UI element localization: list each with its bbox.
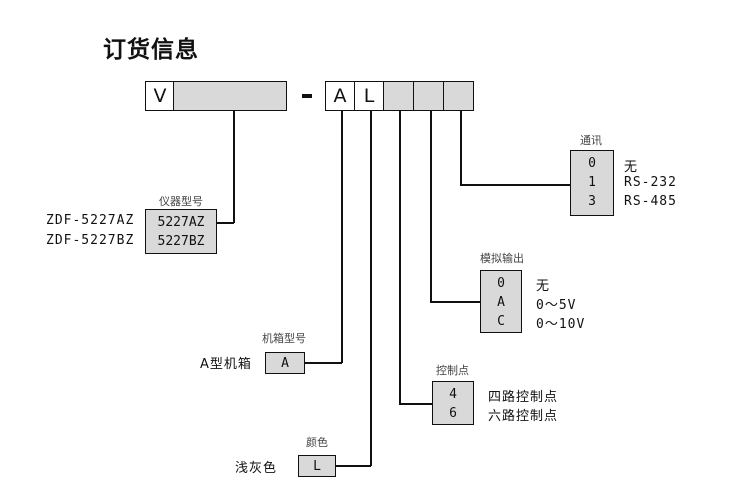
- control-option-label: 六路控制点: [488, 409, 559, 424]
- control-caption: 控制点: [436, 364, 469, 377]
- page-title: 订货信息: [103, 37, 199, 63]
- code-box-a: A: [325, 81, 355, 111]
- code-dash: [302, 94, 312, 98]
- color-caption: 颜色: [306, 436, 328, 449]
- control-connector-v: [399, 111, 401, 404]
- code-box-comm: [443, 81, 474, 111]
- chassis-code: A: [281, 355, 289, 371]
- code-box-v: V: [145, 81, 175, 111]
- comm-option-code: 0: [588, 156, 596, 171]
- analog-connector-h: [430, 301, 480, 303]
- color-code: L: [313, 458, 321, 474]
- chassis-connector-h: [305, 362, 342, 364]
- analog-caption: 模拟输出: [480, 252, 524, 265]
- analog-option-label: 无: [536, 279, 551, 294]
- code-box-analog: [413, 81, 444, 111]
- analog-connector-v: [430, 111, 432, 302]
- model-option-label: ZDF-5227AZ: [46, 213, 135, 228]
- model-option-code: 5227AZ: [157, 215, 205, 230]
- comm-option-code: 1: [588, 175, 596, 190]
- color-connector-h: [336, 465, 371, 467]
- color-label: 浅灰色: [235, 461, 278, 476]
- analog-option-code: 0: [497, 276, 505, 291]
- chassis-label: A型机箱: [200, 357, 252, 372]
- control-option-label: 四路控制点: [488, 390, 559, 405]
- chassis-connector-v: [341, 111, 343, 363]
- chassis-code-box: A: [265, 352, 305, 374]
- control-option-code: 6: [449, 406, 457, 421]
- model-connector-h: [217, 222, 234, 224]
- comm-option-code: 3: [588, 194, 596, 209]
- analog-option-label: 0～5V: [536, 298, 577, 313]
- model-connector-v: [233, 111, 235, 223]
- analog-option-code: A: [497, 295, 505, 310]
- model-caption: 仪器型号: [159, 195, 203, 208]
- comm-option-label: 无: [624, 160, 639, 175]
- comm-option-label: RS-232: [624, 175, 677, 190]
- analog-option-code: C: [497, 314, 505, 329]
- color-connector-v: [370, 111, 372, 466]
- comm-connector-h: [460, 184, 570, 186]
- model-option-label: ZDF-5227BZ: [46, 233, 135, 248]
- control-connector-h: [399, 403, 432, 405]
- comm-caption: 通讯: [580, 134, 602, 147]
- code-box-control: [383, 81, 414, 111]
- control-code-box: 4 6: [432, 381, 474, 425]
- code-box-l: L: [354, 81, 384, 111]
- control-option-code: 4: [449, 387, 457, 402]
- analog-code-box: 0 A C: [480, 270, 522, 333]
- model-code-box: 5227AZ 5227BZ: [145, 209, 217, 254]
- comm-connector-v: [460, 111, 462, 185]
- analog-option-label: 0～10V: [536, 317, 586, 332]
- model-option-code: 5227BZ: [157, 234, 205, 249]
- chassis-caption: 机箱型号: [262, 332, 306, 345]
- comm-option-label: RS-485: [624, 194, 677, 209]
- color-code-box: L: [298, 455, 336, 477]
- comm-code-box: 0 1 3: [570, 150, 614, 216]
- code-box-model: [173, 81, 287, 111]
